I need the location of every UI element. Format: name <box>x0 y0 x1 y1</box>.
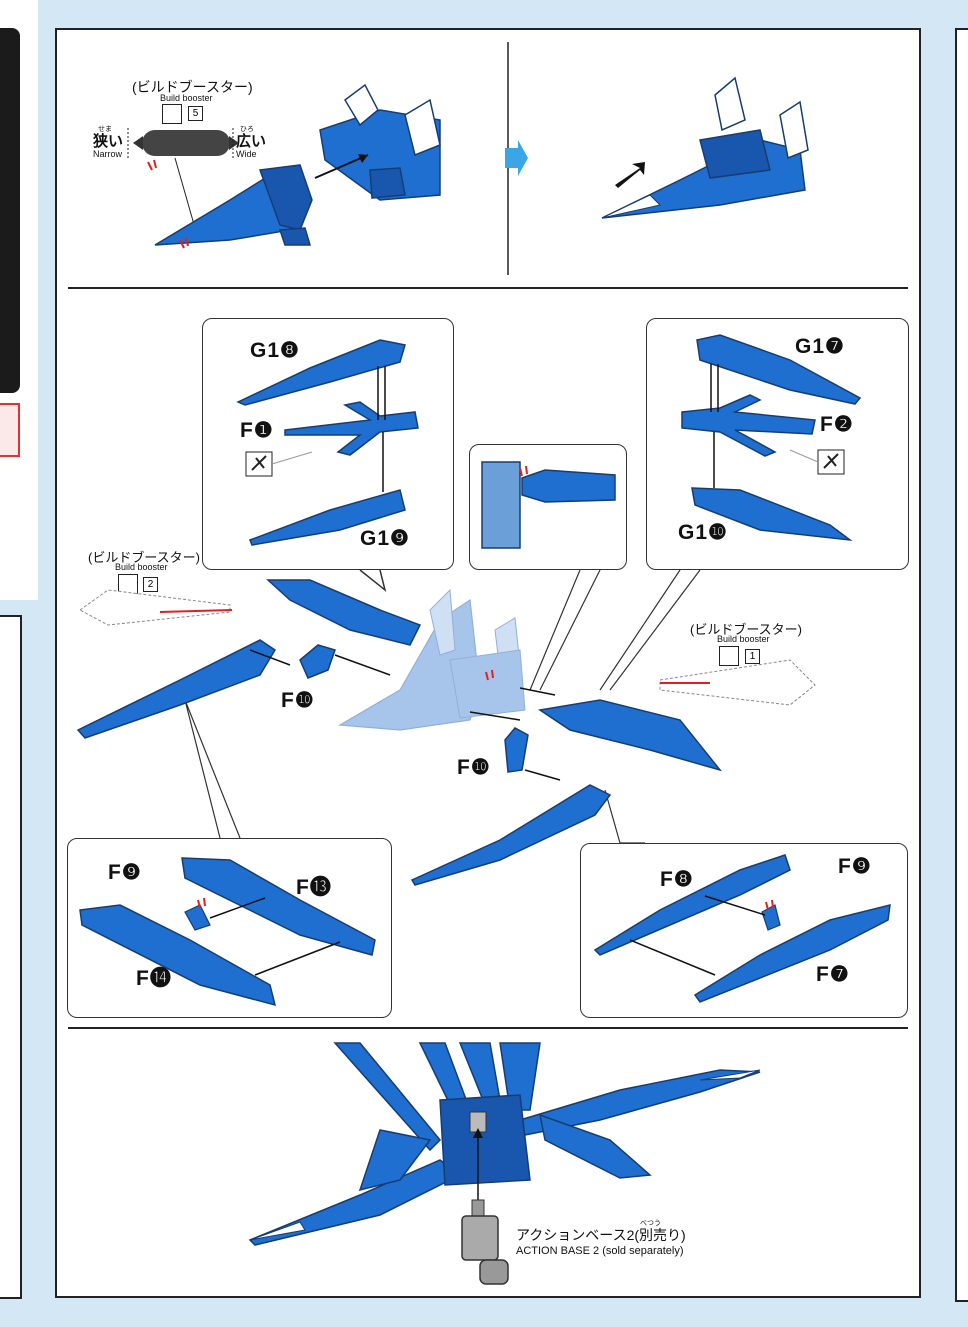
booster-right-number: 1 <box>745 649 760 664</box>
sub-right-label-c: F❼ <box>816 963 850 986</box>
action-base-jp: アクションベース2(別売り) <box>516 1227 686 1243</box>
sub-right-label-b: F❾ <box>838 855 872 878</box>
left-page-red-box <box>0 403 20 457</box>
narrow-ruby: せま <box>98 126 112 133</box>
part-label-right-bottom: G1❿ <box>678 521 728 544</box>
wide-ruby: ひろ <box>240 126 254 133</box>
part-label-left-top: G1❽ <box>250 339 300 362</box>
narrow-label-en: Narrow <box>93 149 123 159</box>
booster-number: 5 <box>188 106 203 121</box>
right-page-edge <box>955 28 968 1302</box>
sub-left-label-b: F⓭ <box>296 876 332 899</box>
left-page-lower-block <box>0 615 22 1299</box>
booster-label-en: Build booster <box>160 93 213 103</box>
sub-right-label-a: F❽ <box>660 868 694 891</box>
sub-left-label-c: F⓮ <box>136 967 172 990</box>
booster-label-jp: (ビルドブースター) <box>132 79 253 95</box>
part-label-left-mid: F❶ <box>240 419 274 442</box>
part-label-right-top: G1❼ <box>795 335 845 358</box>
booster-left-en: Build booster <box>115 562 168 572</box>
part-label-left-bottom: G1❾ <box>360 527 410 550</box>
part-label-right-mid: F❷ <box>820 413 854 436</box>
wide-label-jp: 広い <box>236 133 267 150</box>
booster-right-icon <box>719 646 739 666</box>
sub-left-label-a: F❾ <box>108 861 142 884</box>
booster-right-jp: (ビルドブースター) <box>690 622 803 637</box>
narrow-label-jp: 狭い <box>93 133 124 150</box>
top-step-illustration <box>127 76 809 249</box>
action-base-en: ACTION BASE 2 (sold separately) <box>516 1245 684 1257</box>
part-label-f10-b: F❿ <box>457 756 491 779</box>
booster-left-jp: (ビルドブースター) <box>88 550 201 565</box>
wide-label-en: Wide <box>236 149 257 159</box>
booster-icon <box>162 104 182 124</box>
part-label-f10-a: F❿ <box>281 689 315 712</box>
action-base-ruby: べつう <box>640 1220 661 1227</box>
booster-left-number: 2 <box>143 577 158 592</box>
booster-right-en: Build booster <box>717 634 770 644</box>
left-page-dark-block <box>0 28 20 393</box>
